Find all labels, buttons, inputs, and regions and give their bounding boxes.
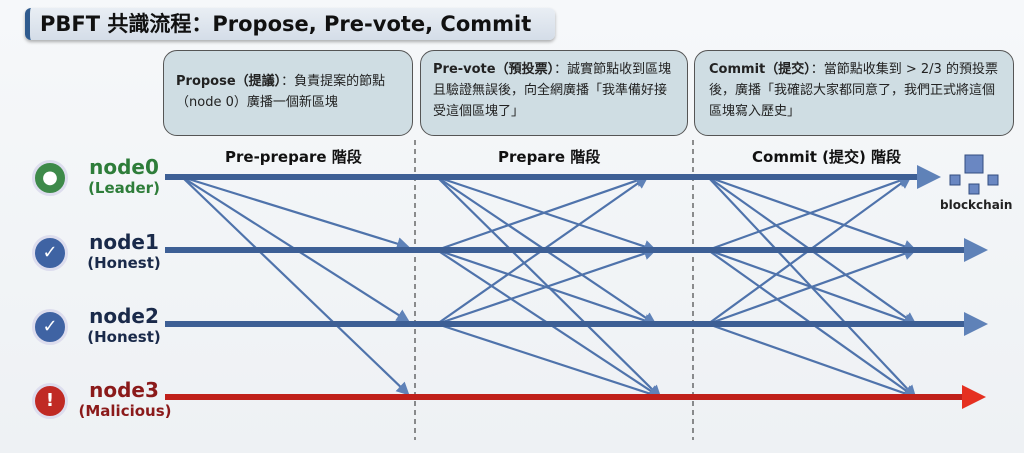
box-head: Propose（提議） (176, 74, 282, 89)
node-2: ✓ node2(Honest) (30, 304, 170, 354)
box-text: ：負責提案的節點（node 0）廣播一個新區塊 (176, 74, 386, 110)
node-3: ! node3(Malicious) (30, 378, 172, 428)
blockchain-label: blockchain (940, 198, 1013, 212)
message-arrow (707, 322, 918, 400)
node-name: node1 (89, 230, 159, 254)
message-arrow (436, 322, 663, 400)
page-title: PBFT 共識流程：Propose, Pre-vote, Commit (25, 8, 555, 40)
prevote-box: Pre-vote（預投票）：誠實節點收到區塊且驗證無誤後，向全網廣播「我準備好接… (420, 50, 688, 136)
user-icon: ● (32, 160, 68, 196)
node-0: ● node0(Leader) (30, 155, 170, 205)
phase-prepare: Prepare 階段 (498, 148, 601, 166)
message-arrow (436, 174, 650, 252)
box-head: Commit（提交） (709, 62, 811, 77)
phase-pre-prepare: Pre-prepare 階段 (225, 148, 362, 166)
alert-icon: ! (32, 383, 68, 419)
check-icon: ✓ (32, 235, 68, 271)
node-name: node3 (89, 378, 159, 402)
node-role: (Honest) (87, 254, 161, 272)
message-arrow (436, 247, 658, 326)
message-arrow (181, 176, 410, 396)
message-arrow (707, 174, 913, 252)
message-arrow (436, 175, 658, 253)
box-head: Pre-vote（預投票） (433, 62, 555, 77)
phase-commit: Commit (提交) 階段 (752, 148, 902, 166)
propose-box: Propose（提議）：負責提案的節點（node 0）廣播一個新區塊 (163, 50, 413, 136)
box-text: ：誠實節點收到區塊且驗證無誤後，向全網廣播「我準備好接受這個區塊了」 (433, 62, 672, 119)
node-1: ✓ node1(Honest) (30, 230, 170, 280)
node-name: node2 (89, 304, 159, 328)
message-arrow (181, 175, 411, 251)
box-text: ：當節點收集到 > 2/3 的預投票後，廣播「我確認大家都同意了，我們正式將這個… (709, 62, 998, 119)
commit-box: Commit（提交）：當節點收集到 > 2/3 的預投票後，廣播「我確認大家都同… (694, 50, 1014, 136)
node-role: (Honest) (87, 328, 161, 346)
message-arrow (707, 247, 918, 326)
check-icon: ✓ (32, 309, 68, 345)
node-role: (Malicious) (78, 402, 172, 420)
node-role: (Leader) (88, 179, 160, 197)
node-name: node0 (89, 155, 159, 179)
